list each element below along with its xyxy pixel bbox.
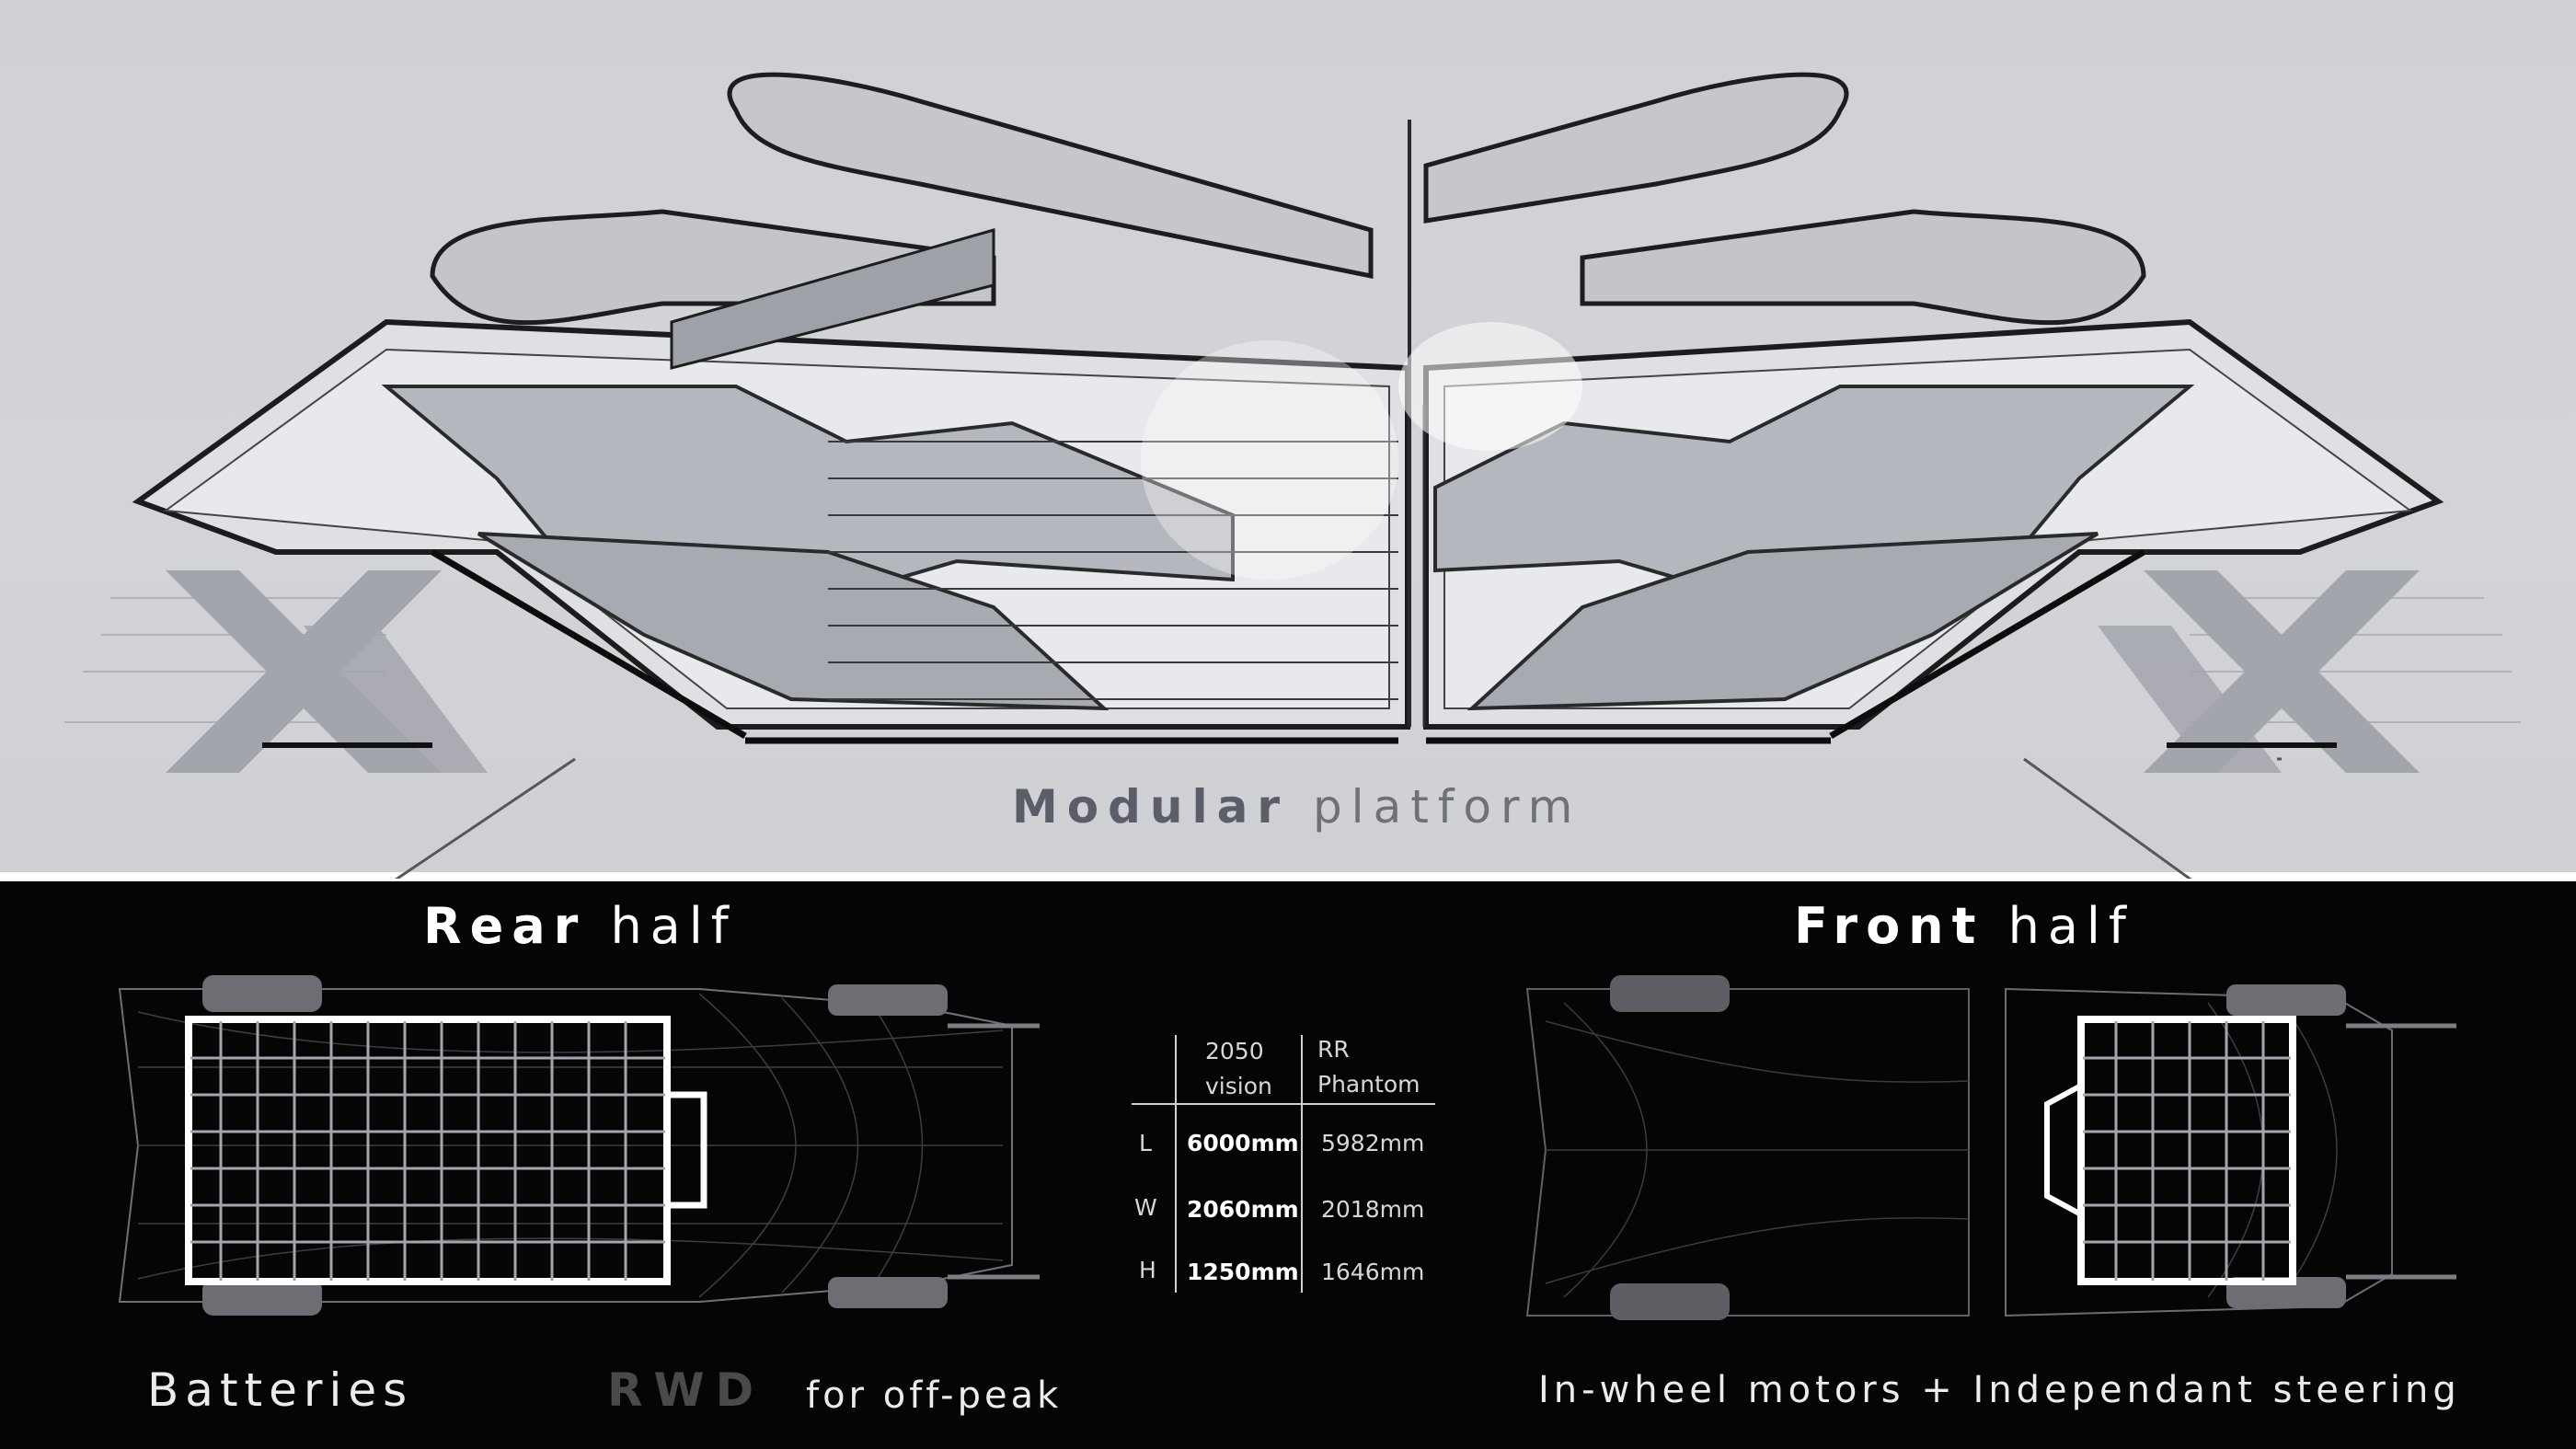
caption-light: platform	[1312, 780, 1582, 834]
modular-platform-sketch	[64, 72, 2521, 879]
front-half-sketch	[1423, 72, 2444, 879]
row-label-w: W	[1134, 1194, 1157, 1221]
left-x-mark	[166, 570, 488, 773]
table-col2-line2: Phantom	[1317, 1071, 1420, 1098]
right-x-mark	[2098, 570, 2420, 773]
caption-bold: Modular	[1012, 780, 1290, 834]
rear-half-heading: Rear half	[423, 897, 737, 955]
row-w-value-phantom: 2018mm	[1321, 1196, 1425, 1223]
white-divider	[0, 872, 2576, 881]
motors-steering-label: In-wheel motors + Independant steering	[1538, 1369, 2461, 1411]
table-col2-line1: RR	[1317, 1036, 1350, 1063]
front-half-light: half	[2007, 897, 2134, 955]
table-col1-line2: vision	[1205, 1073, 1272, 1099]
modular-platform-caption: Modular platform	[1012, 780, 1581, 834]
front-half-heading: Front half	[1794, 897, 2134, 955]
batteries-label: Batteries	[147, 1363, 414, 1417]
table-col1-line1: 2050	[1205, 1038, 1264, 1064]
front-half-bold: Front	[1794, 897, 1984, 955]
rear-half-light: half	[610, 897, 737, 955]
rwd-label: RWD	[607, 1363, 765, 1417]
rear-half-sketch	[132, 72, 1410, 879]
highlight	[1141, 340, 1398, 580]
row-l-value-phantom: 5982mm	[1321, 1130, 1425, 1156]
row-label-l: L	[1139, 1130, 1152, 1156]
row-label-h: H	[1139, 1257, 1156, 1283]
row-w-value-2050: 2060mm	[1187, 1196, 1299, 1223]
rear-half-bold: Rear	[423, 897, 587, 955]
row-h-value-2050: 1250mm	[1187, 1259, 1299, 1285]
off-peak-label: for off-peak	[806, 1374, 1063, 1417]
row-l-value-2050: 6000mm	[1187, 1130, 1299, 1156]
row-h-value-phantom: 1646mm	[1321, 1259, 1425, 1285]
